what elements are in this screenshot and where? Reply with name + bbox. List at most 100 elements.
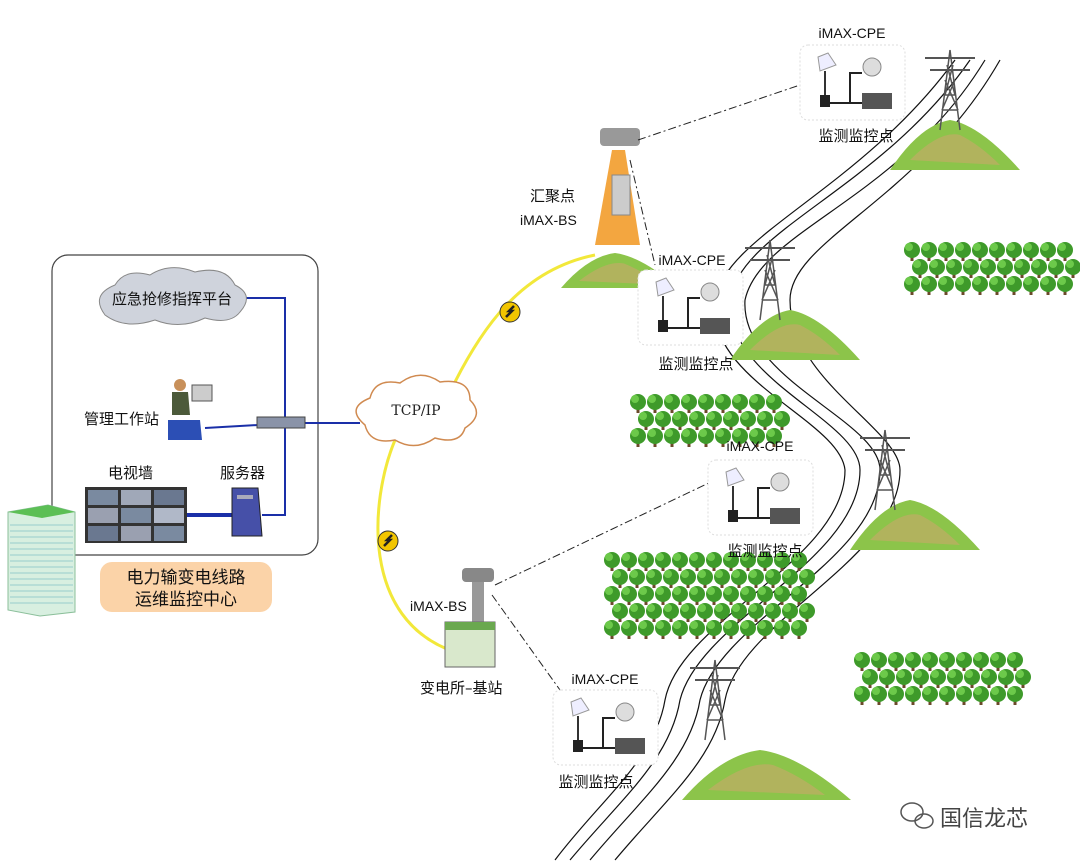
cpe-device-1: iMAX-CPE (819, 25, 886, 41)
cpe-device-4: iMAX-CPE (572, 671, 639, 687)
monitor-point-3 (707, 459, 814, 536)
tree-icon (989, 276, 1005, 295)
tree-icon (715, 394, 731, 413)
tree-icon (672, 552, 688, 571)
tree-icon (740, 620, 756, 639)
tree-icon (905, 686, 921, 705)
tree-icon (697, 603, 713, 622)
tree-icon (655, 586, 671, 605)
tree-icon (706, 552, 722, 571)
tree-icon (689, 586, 705, 605)
tree-icon (604, 586, 620, 605)
tree-icon (1057, 276, 1073, 295)
tree-icon (655, 552, 671, 571)
tree-icon (647, 428, 663, 447)
tree-icon (698, 428, 714, 447)
pylon-tower-4 (689, 659, 741, 741)
monitor-point-2 (637, 269, 744, 346)
wechat-icon (900, 802, 934, 829)
monitor-point-label-2: 监测监控点 (658, 355, 733, 373)
substation-label: 变电所–基站 (420, 679, 503, 697)
tree-icon (766, 394, 782, 413)
tree-icon (765, 569, 781, 588)
tree-icon (1031, 259, 1047, 278)
tree-icon (1023, 276, 1039, 295)
tree-icon (749, 394, 765, 413)
tree-icon (854, 686, 870, 705)
tree-icon (947, 669, 963, 688)
tree-icon (938, 276, 954, 295)
monitor-point-label-1: 监测监控点 (818, 127, 893, 145)
tree-icon (791, 586, 807, 605)
tree-icon (998, 669, 1014, 688)
tree-icon (638, 620, 654, 639)
tree-icon (604, 620, 620, 639)
tree-icon (1023, 242, 1039, 261)
tree-icon (723, 411, 739, 430)
tree-icon (680, 569, 696, 588)
tree-icon (888, 652, 904, 671)
monitor-point-label-4: 监测监控点 (558, 773, 633, 791)
tree-icon (706, 586, 722, 605)
aggregation-label: 汇聚点 (530, 187, 575, 205)
forest-1 (904, 242, 1080, 295)
lightning-icon-1 (498, 300, 522, 324)
monitor-point-1 (799, 44, 906, 121)
tree-icon (663, 569, 679, 588)
tree-icon (973, 686, 989, 705)
mountain-2 (730, 310, 860, 360)
tree-icon (655, 411, 671, 430)
substation-device: iMAX-BS (410, 598, 467, 614)
tree-icon (871, 652, 887, 671)
tree-icon (1006, 242, 1022, 261)
tree-icon (672, 620, 688, 639)
tree-icon (1006, 276, 1022, 295)
tree-icon (731, 603, 747, 622)
tree-icon (905, 652, 921, 671)
tree-icon (989, 242, 1005, 261)
tree-icon (782, 603, 798, 622)
tree-icon (723, 586, 739, 605)
tree-icon (748, 569, 764, 588)
tree-icon (689, 620, 705, 639)
tree-icon (630, 394, 646, 413)
tree-icon (997, 259, 1013, 278)
server-icon (231, 487, 263, 537)
tree-icon (888, 686, 904, 705)
tree-icon (964, 669, 980, 688)
tree-icon (980, 259, 996, 278)
pylon-tower-1 (924, 49, 976, 131)
tree-icon (1015, 669, 1031, 688)
tree-icon (1057, 242, 1073, 261)
tree-icon (981, 669, 997, 688)
tree-icon (782, 569, 798, 588)
tree-icon (774, 620, 790, 639)
tree-icon (629, 569, 645, 588)
cpe-device-2: iMAX-CPE (659, 252, 726, 268)
tree-icon (862, 669, 878, 688)
tree-icon (604, 552, 620, 571)
tree-icon (879, 669, 895, 688)
center-title-line2: 运维监控中心 (135, 590, 237, 610)
tree-icon (854, 652, 870, 671)
server-label: 服务器 (220, 464, 265, 482)
tree-icon (630, 428, 646, 447)
tree-icon (896, 669, 912, 688)
mountain-4 (682, 750, 851, 800)
tree-icon (698, 394, 714, 413)
tree-icon (930, 669, 946, 688)
center-title-box (100, 562, 272, 612)
watermark-text: 国信龙芯 (940, 807, 1028, 832)
network-switch-icon (256, 416, 306, 429)
cpe-device-3: iMAX-CPE (727, 438, 794, 454)
tree-icon (697, 569, 713, 588)
tree-icon (774, 586, 790, 605)
tree-icon (972, 242, 988, 261)
tree-icon (612, 569, 628, 588)
forest-4 (854, 652, 1031, 705)
tree-icon (871, 686, 887, 705)
aggregation-tower-icon (595, 128, 640, 245)
building-icon (7, 504, 76, 617)
tree-icon (621, 586, 637, 605)
